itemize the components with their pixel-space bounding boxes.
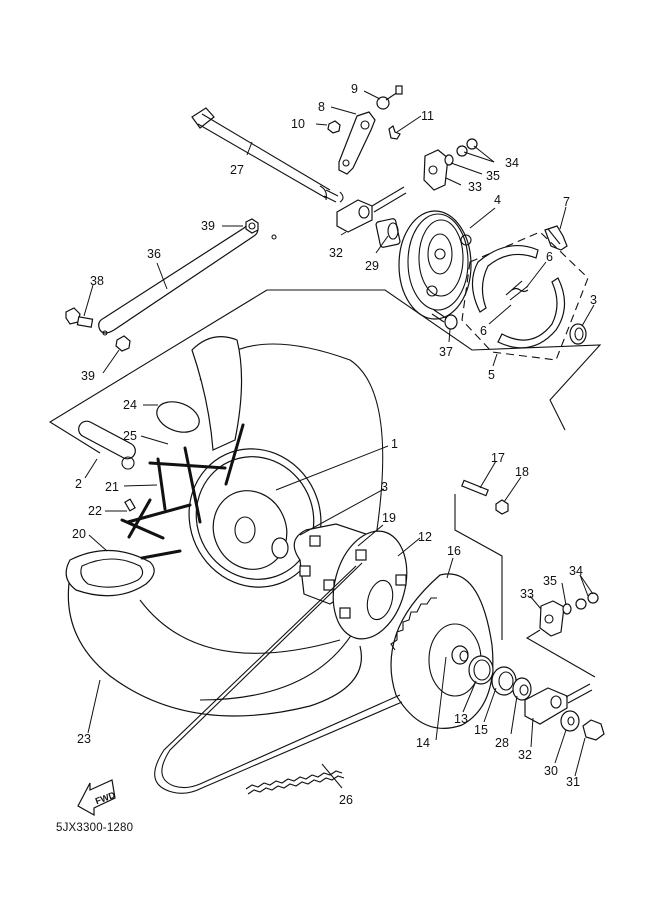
spokes (120, 423, 245, 560)
callout-32-bottom: 32 (518, 748, 532, 762)
tire (67, 343, 384, 717)
spoke-nipple-22 (124, 498, 136, 512)
nut-39-upper (245, 218, 259, 234)
forward-arrow-icon (77, 779, 116, 817)
bearing-13 (468, 655, 494, 685)
diagram-code: 5JX3300-1280 (56, 822, 134, 834)
callout-33-bottom: 33 (520, 587, 534, 601)
callout-9: 9 (351, 82, 358, 96)
chain-puller-top (336, 186, 407, 233)
brake-arm (338, 111, 376, 175)
callout-13: 13 (454, 712, 468, 726)
callout-20: 20 (72, 527, 86, 541)
tension-bar (98, 223, 277, 336)
nut-10 (327, 120, 341, 134)
callout-33-top: 33 (468, 180, 482, 194)
axle-nut-31 (582, 719, 605, 741)
callout-4: 4 (494, 193, 501, 207)
nut-18 (495, 499, 509, 515)
callout-23: 23 (77, 732, 91, 746)
callout-19: 19 (382, 511, 396, 525)
axle-shaft (191, 107, 344, 203)
callout-10: 10 (291, 117, 305, 131)
assembly-outline-sprocket (454, 494, 503, 640)
callout-37: 37 (439, 345, 453, 359)
leader-lines (83, 90, 595, 789)
bearing-15 (491, 666, 517, 696)
callout-11: 11 (421, 109, 434, 123)
callout-21: 21 (105, 480, 119, 494)
callout-39-upper: 39 (201, 219, 215, 233)
assembly-outline-puller (525, 629, 596, 678)
collar-28 (512, 677, 532, 701)
callout-6-upper: 6 (546, 250, 553, 264)
stud-bolt-17 (461, 479, 489, 497)
oil-seal-top (569, 323, 587, 345)
callout-32-top: 32 (329, 246, 343, 260)
callout-12: 12 (418, 530, 432, 544)
callout-35-bottom: 35 (543, 574, 557, 588)
collar-14 (451, 645, 469, 665)
callout-8: 8 (318, 100, 325, 114)
callout-14: 14 (416, 736, 430, 750)
callout-6-lower: 6 (480, 324, 487, 338)
nut-39-lower (115, 335, 131, 352)
chain-puller-block-top (423, 149, 449, 191)
callout-3-hub: 3 (381, 480, 388, 494)
collar-2 (78, 420, 136, 470)
tire-inner-tube (156, 336, 243, 451)
brake-cam (544, 225, 568, 251)
callout-5: 5 (488, 368, 495, 382)
callout-34-top: 34 (505, 156, 519, 170)
bolt-9 (376, 85, 403, 110)
callout-30: 30 (544, 764, 558, 778)
callout-29: 29 (365, 259, 379, 273)
callout-39-lower: 39 (81, 369, 95, 383)
rim-band (65, 549, 155, 597)
callout-35-top: 35 (486, 169, 500, 183)
sprocket-hub-12 (332, 530, 408, 640)
wheel-hub (188, 448, 322, 588)
callout-34-bottom: 34 (569, 564, 583, 578)
callout-31: 31 (566, 775, 580, 789)
drive-chain (154, 562, 403, 795)
pin-37 (431, 309, 458, 330)
callout-27: 27 (230, 163, 244, 177)
assembly-outline-upper (48, 289, 602, 454)
callout-38: 38 (90, 274, 104, 288)
callout-26: 26 (339, 793, 353, 807)
callout-15: 15 (474, 723, 488, 737)
indicator-plate-11 (388, 125, 401, 140)
chain-puller-bottom (524, 683, 593, 725)
chain-puller-block-bottom (539, 600, 565, 637)
callout-36: 36 (147, 247, 161, 261)
washer-35-bottom (562, 603, 572, 615)
rear-sprocket (390, 573, 494, 729)
callout-28: 28 (495, 736, 509, 750)
callout-16: 16 (447, 544, 461, 558)
brake-shoe-group-outline (461, 231, 589, 361)
brake-shoes (471, 244, 566, 349)
collar-29 (375, 218, 401, 248)
callout-24: 24 (123, 398, 137, 412)
nuts-34-bottom (575, 592, 599, 610)
callout-2: 2 (75, 477, 82, 491)
callout-1: 1 (391, 437, 398, 451)
washer-35-top (444, 154, 454, 166)
washer-30 (560, 710, 580, 732)
callout-7: 7 (563, 195, 570, 209)
callout-17: 17 (491, 451, 505, 465)
callout-3-top: 3 (590, 293, 597, 307)
bolt-38 (65, 307, 94, 328)
callout-25: 25 (123, 429, 137, 443)
callout-18: 18 (515, 465, 529, 479)
brake-shoe-plate (398, 210, 472, 320)
callout-22: 22 (88, 504, 102, 518)
